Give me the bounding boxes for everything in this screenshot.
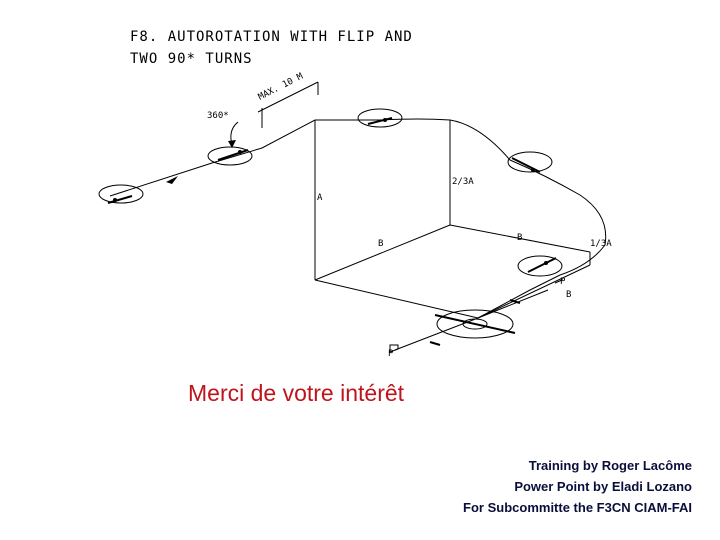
thanks-message: Merci de votre intérêt xyxy=(188,380,405,406)
credits: Training by Roger Lacôme Power Point by … xyxy=(463,455,692,518)
marker-2 xyxy=(509,299,521,304)
marker-1 xyxy=(429,341,441,346)
diagram-title-line1: F8. AUTOROTATION WITH FLIP AND xyxy=(130,29,413,45)
credit-powerpoint: Power Point by Eladi Lozano xyxy=(514,479,692,494)
flight-path xyxy=(109,118,607,319)
label-p-right: P xyxy=(560,277,566,287)
diagram-title-line2: TWO 90* TURNS xyxy=(130,51,253,67)
label-two-thirds-a: 2/3A xyxy=(452,177,474,187)
label-360: 360* xyxy=(207,111,229,121)
helicopter-landing xyxy=(434,309,516,339)
pole-bottom xyxy=(389,344,399,353)
rotation-arrow-head xyxy=(228,140,236,148)
helicopter-hover xyxy=(207,146,253,166)
credit-training: Training by Roger Lacôme xyxy=(528,458,692,473)
helicopter-start xyxy=(98,184,144,204)
label-max-height: MAX. 10 M xyxy=(257,71,306,102)
approach-line-bottom xyxy=(394,317,479,351)
label-p-bottom: P xyxy=(388,349,394,359)
helicopter-turn-2 xyxy=(517,255,563,277)
label-b-mid: B xyxy=(517,233,522,243)
max-height-bracket: MAX. 10 M xyxy=(257,71,319,128)
pole-right xyxy=(554,278,563,284)
credit-subcommittee: For Subcommitte the F3CN CIAM-FAI xyxy=(463,500,692,515)
helicopter-top xyxy=(357,108,403,128)
label-b-right: B xyxy=(566,290,571,300)
path-arrow-1 xyxy=(166,176,178,184)
label-one-third-a: 1/3A xyxy=(590,239,612,249)
label-b-left: B xyxy=(378,239,383,249)
helicopter-turn-1 xyxy=(507,151,553,173)
label-a: A xyxy=(317,193,323,203)
box-frame xyxy=(314,119,591,319)
approach-line-right xyxy=(477,289,549,319)
